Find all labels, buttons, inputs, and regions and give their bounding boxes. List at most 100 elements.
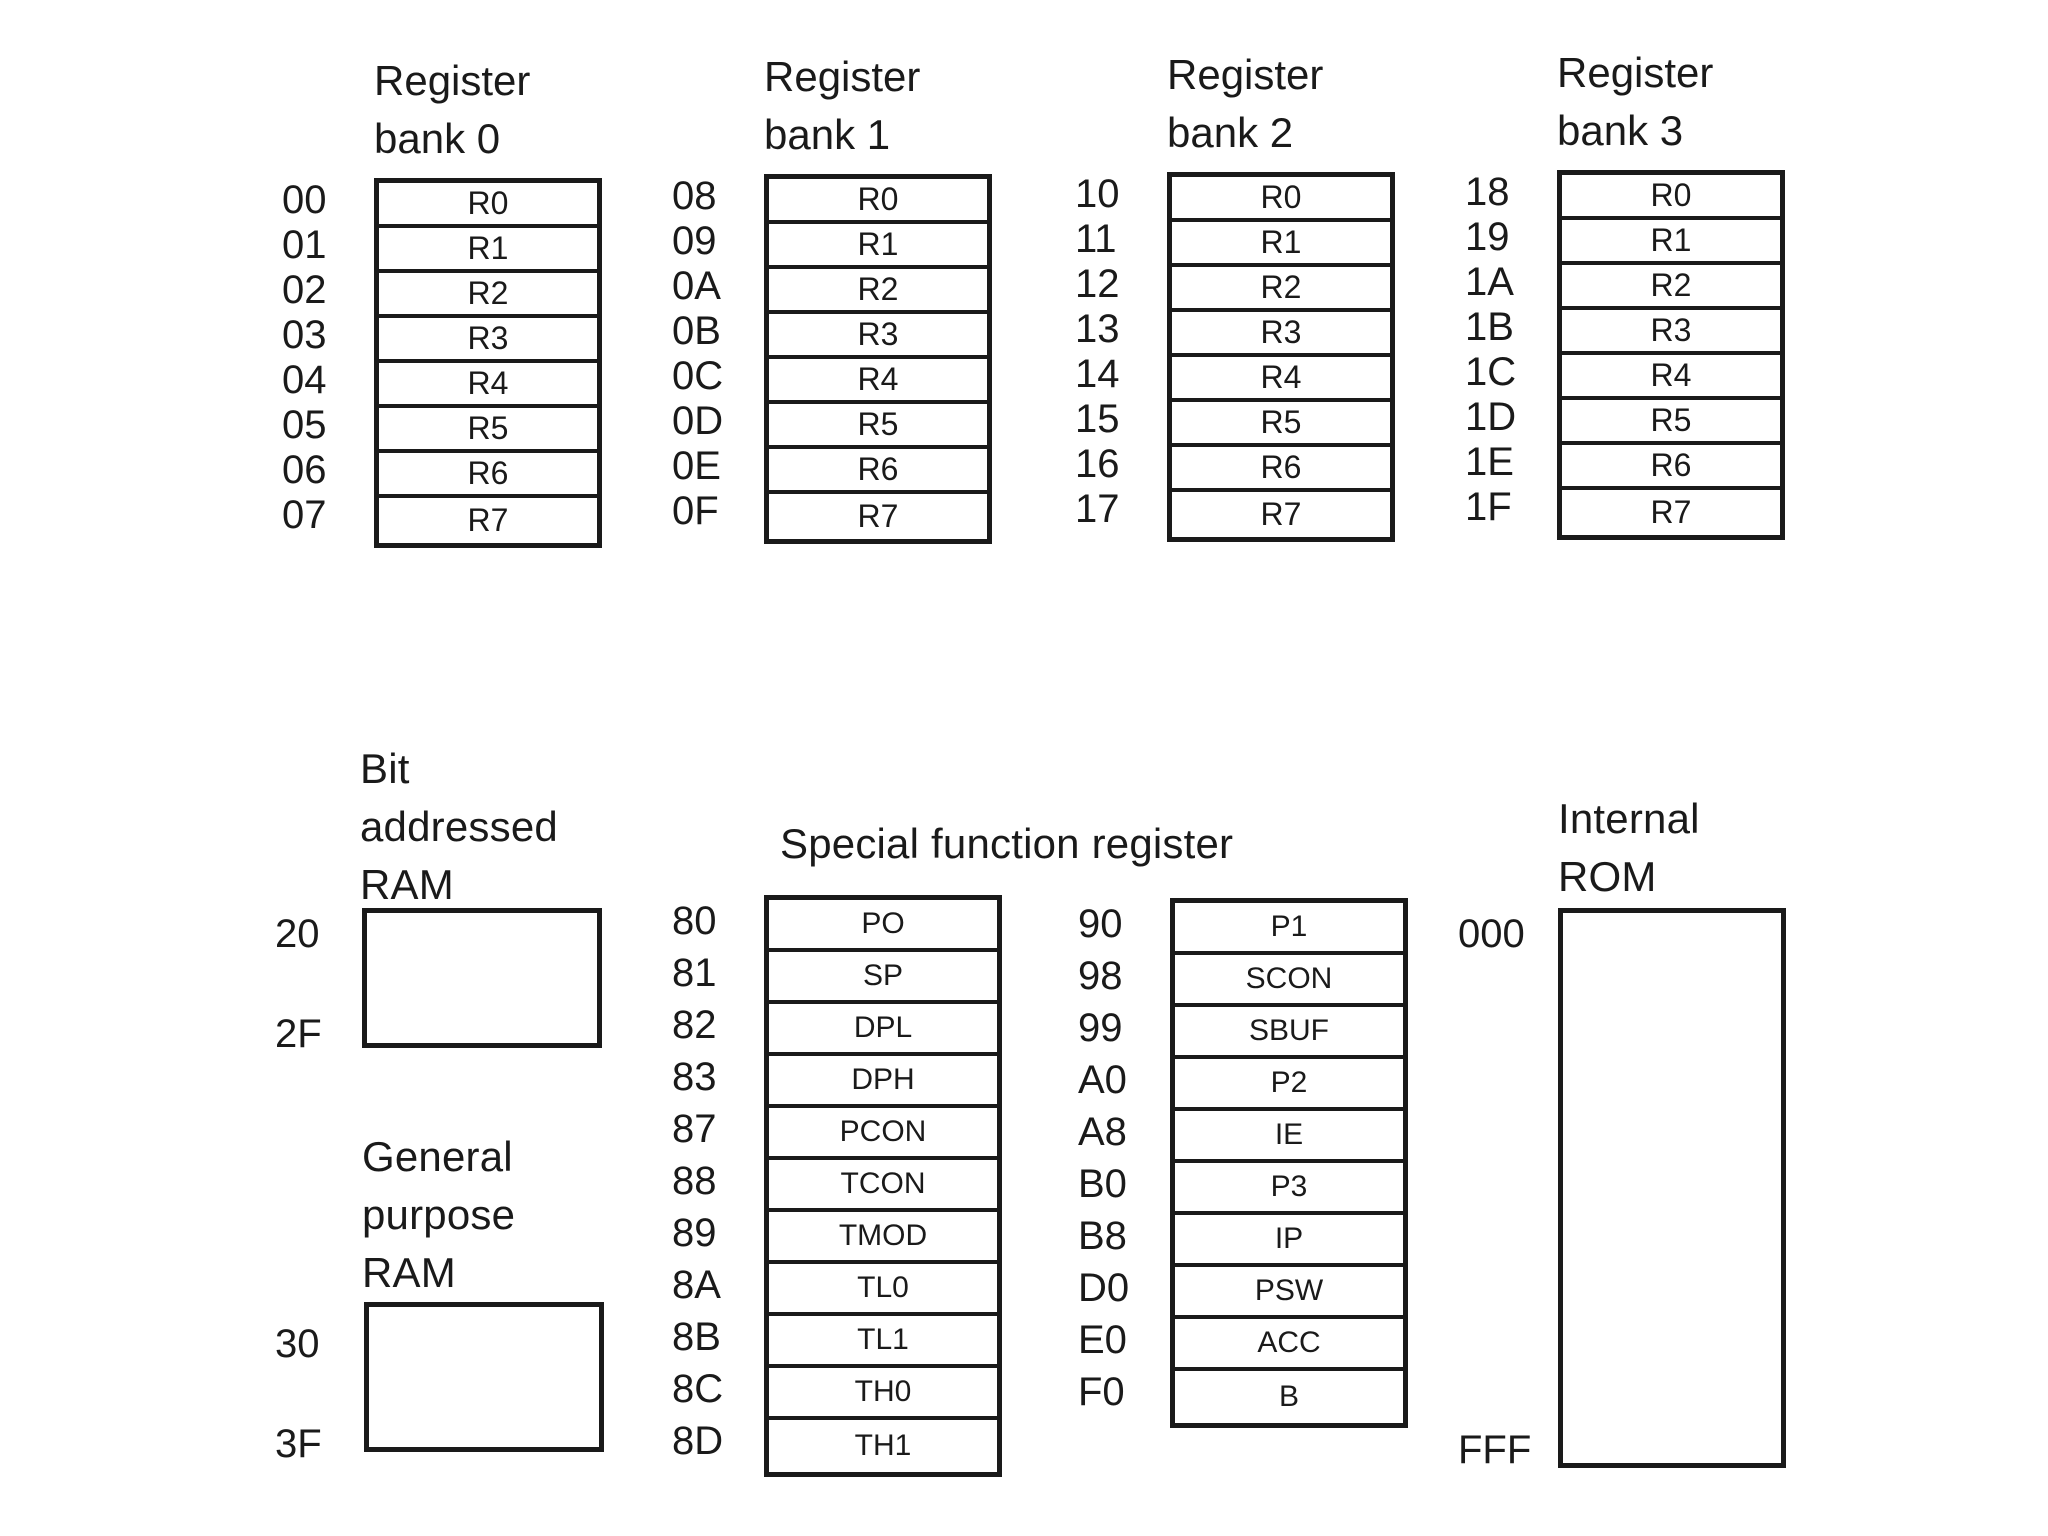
address-cell: 00 (282, 178, 327, 222)
sfr-cell: TMOD (769, 1212, 997, 1264)
address-cell: 13 (1075, 307, 1120, 351)
sfr-address-cell: 87 (672, 1106, 717, 1151)
address-cell: 0C (672, 354, 724, 398)
sfr-cell: TH1 (769, 1420, 997, 1472)
bit-addressed-ram-start-address: 20 (275, 912, 320, 956)
sfr-cell: IE (1175, 1111, 1403, 1163)
general-purpose-ram-box (364, 1302, 604, 1452)
register-cell: R3 (1562, 310, 1780, 355)
sfr-address-cell: 8D (672, 1418, 724, 1463)
bit-addressed-ram-end-address: 2F (275, 1012, 322, 1056)
sfr-column-1-box: PO SP DPL DPH PCON TCON TMOD TL0 TL1 TH0… (764, 895, 1002, 1477)
sfr-address-cell: 98 (1078, 953, 1123, 998)
sfr-address-cell: 81 (672, 950, 717, 995)
sfr-address-cell: A0 (1078, 1057, 1127, 1102)
sfr-address-cell: E0 (1078, 1317, 1127, 1362)
address-cell: 0D (672, 399, 724, 443)
register-bank-1-box: R0 R1 R2 R3 R4 R5 R6 R7 (764, 174, 992, 544)
address-cell: 07 (282, 493, 327, 537)
register-bank-3-address-column: 18 19 1A 1B 1C 1D 1E 1F (1465, 170, 1551, 530)
sfr-address-cell: 8B (672, 1314, 721, 1359)
register-bank-2-title: Register bank 2 (1167, 51, 1324, 156)
sfr-address-cell: 80 (672, 898, 717, 943)
special-function-register-title: Special function register (780, 820, 1234, 867)
sfr-cell: P1 (1175, 903, 1403, 955)
address-cell: 0E (672, 444, 721, 488)
register-cell: R7 (1172, 492, 1390, 537)
general-purpose-ram-title: General purpose RAM (362, 1133, 516, 1296)
sfr-address-cell: 90 (1078, 901, 1123, 946)
register-cell: R0 (379, 183, 597, 228)
sfr-cell: SP (769, 952, 997, 1004)
sfr-cell: B (1175, 1371, 1403, 1423)
register-bank-0-title: Register bank 0 (374, 57, 531, 162)
sfr-address-cell: 83 (672, 1054, 717, 1099)
register-cell: R0 (1172, 177, 1390, 222)
register-bank-0-box: R0 R1 R2 R3 R4 R5 R6 R7 (374, 178, 602, 548)
address-cell: 01 (282, 223, 327, 267)
sfr-address-cell: D0 (1078, 1265, 1130, 1310)
sfr-address-cell: 8A (672, 1262, 721, 1307)
address-cell: 09 (672, 219, 717, 263)
bit-addressed-ram-title: Bit addressed RAM (360, 745, 558, 908)
register-cell: R6 (379, 453, 597, 498)
address-cell: 06 (282, 448, 327, 492)
sfr-cell: ACC (1175, 1319, 1403, 1371)
address-cell: 05 (282, 403, 327, 447)
register-cell: R4 (1562, 355, 1780, 400)
address-cell: 1E (1465, 440, 1514, 484)
sfr-cell: DPL (769, 1004, 997, 1056)
address-cell: 1B (1465, 305, 1514, 349)
address-cell: 1C (1465, 350, 1517, 394)
register-cell: R0 (1562, 175, 1780, 220)
internal-rom-start-address: 000 (1458, 912, 1525, 956)
register-cell: R6 (1562, 445, 1780, 490)
register-cell: R2 (379, 273, 597, 318)
register-cell: R1 (379, 228, 597, 273)
register-cell: R1 (1562, 220, 1780, 265)
register-cell: R5 (769, 404, 987, 449)
sfr-cell: SCON (1175, 955, 1403, 1007)
register-bank-1-title: Register bank 1 (764, 53, 921, 158)
address-cell: 08 (672, 174, 717, 218)
sfr-cell: P3 (1175, 1163, 1403, 1215)
address-cell: 02 (282, 268, 327, 312)
sfr-cell: PO (769, 900, 997, 952)
sfr-cell: TCON (769, 1160, 997, 1212)
register-bank-3-box: R0 R1 R2 R3 R4 R5 R6 R7 (1557, 170, 1785, 540)
register-bank-2-address-column: 10 11 12 13 14 15 16 17 (1075, 172, 1161, 532)
address-cell: 0A (672, 264, 721, 308)
address-cell: 16 (1075, 442, 1120, 486)
sfr-address-cell: B8 (1078, 1213, 1127, 1258)
address-cell: 14 (1075, 352, 1120, 396)
sfr-cell: IP (1175, 1215, 1403, 1267)
address-cell: 0F (672, 489, 719, 533)
bit-addressed-ram-box (362, 908, 602, 1048)
register-cell: R7 (769, 494, 987, 539)
sfr-cell: TL1 (769, 1316, 997, 1368)
address-cell: 10 (1075, 172, 1120, 216)
register-bank-3-title: Register bank 3 (1557, 49, 1714, 154)
register-cell: R5 (1562, 400, 1780, 445)
general-purpose-ram-end-address: 3F (275, 1422, 322, 1466)
register-cell: R1 (769, 224, 987, 269)
address-cell: 1D (1465, 395, 1517, 439)
sfr-cell: TH0 (769, 1368, 997, 1420)
sfr-cell: SBUF (1175, 1007, 1403, 1059)
register-cell: R7 (1562, 490, 1780, 535)
register-cell: R2 (1562, 265, 1780, 310)
register-cell: R2 (1172, 267, 1390, 312)
sfr-cell: TL0 (769, 1264, 997, 1316)
register-bank-2-box: R0 R1 R2 R3 R4 R5 R6 R7 (1167, 172, 1395, 542)
register-cell: R6 (1172, 447, 1390, 492)
register-cell: R0 (769, 179, 987, 224)
register-cell: R5 (1172, 402, 1390, 447)
address-cell: 18 (1465, 170, 1510, 214)
sfr-cell: PCON (769, 1108, 997, 1160)
sfr-column-2-box: P1 SCON SBUF P2 IE P3 IP PSW ACC B (1170, 898, 1408, 1428)
address-cell: 1F (1465, 485, 1512, 529)
sfr-address-cell: 99 (1078, 1005, 1123, 1050)
sfr-cell: P2 (1175, 1059, 1403, 1111)
address-cell: 17 (1075, 487, 1120, 531)
sfr-cell: DPH (769, 1056, 997, 1108)
